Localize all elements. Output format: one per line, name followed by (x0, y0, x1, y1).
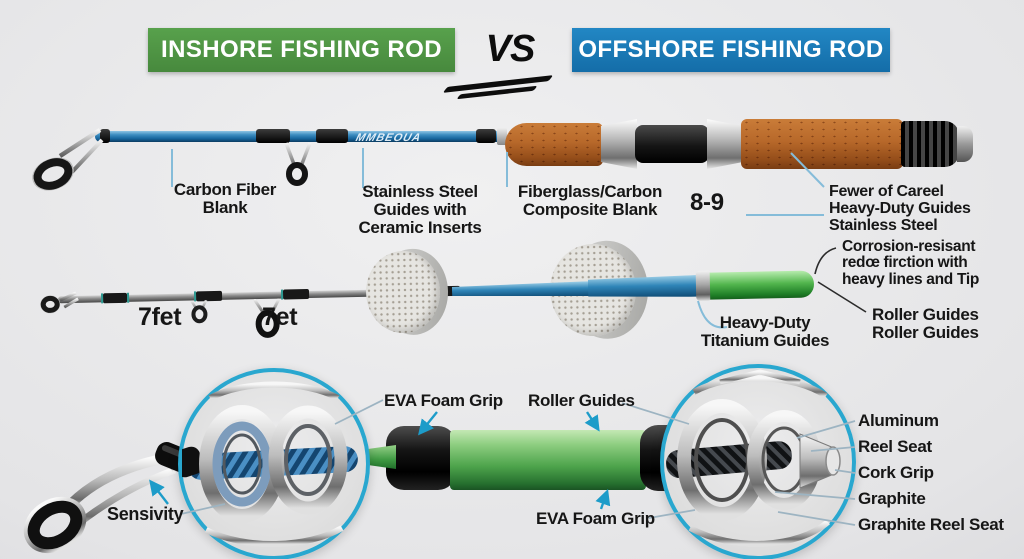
label-graphite-reel-seat: Graphite Reel Seat (858, 515, 1004, 534)
label-carbon-fiber-blank: Carbon Fiber Blank (173, 180, 277, 218)
right-magnifier-circle (660, 364, 856, 559)
inshore-rod-blank (95, 131, 507, 142)
label-eva-foam-grip-bottom: EVA Foam Grip (536, 509, 655, 528)
label-cork-grip: Cork Grip (858, 463, 934, 482)
inshore-title: INSHORE FISHING ROD (161, 36, 442, 63)
label-roller-guides-detail: Roller Guides (528, 391, 635, 410)
tip-guide-icon (40, 291, 79, 314)
vs-divider: VS (485, 28, 536, 70)
label-corrosion-resistant: Corrosion-resisant redœ firction with he… (842, 238, 980, 288)
offshore-banner: OFFSHORE FISHING ROD (572, 28, 890, 72)
rod-tip-guide-large (23, 442, 197, 554)
rear-cork-grip (741, 119, 903, 169)
green-butt-section (709, 270, 815, 300)
tip-guide-icon (32, 128, 104, 191)
eva-cap-left (386, 426, 456, 490)
reel-seat-detail (666, 369, 841, 547)
wrap-accent (126, 292, 130, 303)
label-length-b: 7et (262, 303, 298, 331)
guide-rings-detail (172, 381, 358, 548)
wrap-accent (100, 293, 104, 304)
label-graphite: Graphite (858, 489, 926, 508)
hosel-ring (497, 128, 507, 145)
line-guide-icon (284, 142, 312, 186)
label-aluminum: Aluminum (858, 411, 939, 430)
label-reel-seat: Reel Seat (858, 437, 932, 456)
chrome-cone (601, 119, 637, 169)
inshore-banner: INSHORE FISHING ROD (148, 28, 455, 72)
label-length-a: 7fet (138, 303, 182, 331)
reel-seat-barrel (635, 125, 709, 163)
label-stainless-guides: Stainless Steel Guides with Ceramic Inse… (358, 182, 482, 238)
ribbed-butt (901, 121, 959, 167)
line-guide-icon (190, 299, 208, 324)
label-guide-count: 8-9 (690, 189, 724, 216)
label-roller-guides: Roller Guides Roller Guides (872, 305, 979, 343)
label-eva-foam-grip-top: EVA Foam Grip (384, 391, 503, 410)
rod-wrap (476, 129, 496, 143)
rod-wrap (102, 292, 128, 304)
label-fewer-guides: Fewer of Careel Heavy-Duty Guides Stainl… (829, 183, 971, 234)
rod-wrap (316, 129, 348, 143)
cork-cross-section (365, 248, 449, 336)
line-guide-icon (252, 298, 281, 338)
rod-wrap (100, 129, 110, 143)
left-magnifier-circle (172, 368, 370, 559)
chrome-cone (707, 119, 743, 169)
label-fiberglass-blank: Fiberglass/Carbon Composite Blank (517, 182, 663, 220)
front-cork-grip (505, 123, 603, 166)
rod-wrap (256, 129, 290, 143)
butt-cap (957, 126, 973, 162)
eva-foam-grip-body (450, 430, 646, 490)
offshore-title: OFFSHORE FISHING ROD (578, 36, 884, 63)
label-sensitivity: Sensivity (107, 504, 184, 524)
label-titanium-guides: Heavy-Duty Titanium Guides (700, 313, 830, 351)
